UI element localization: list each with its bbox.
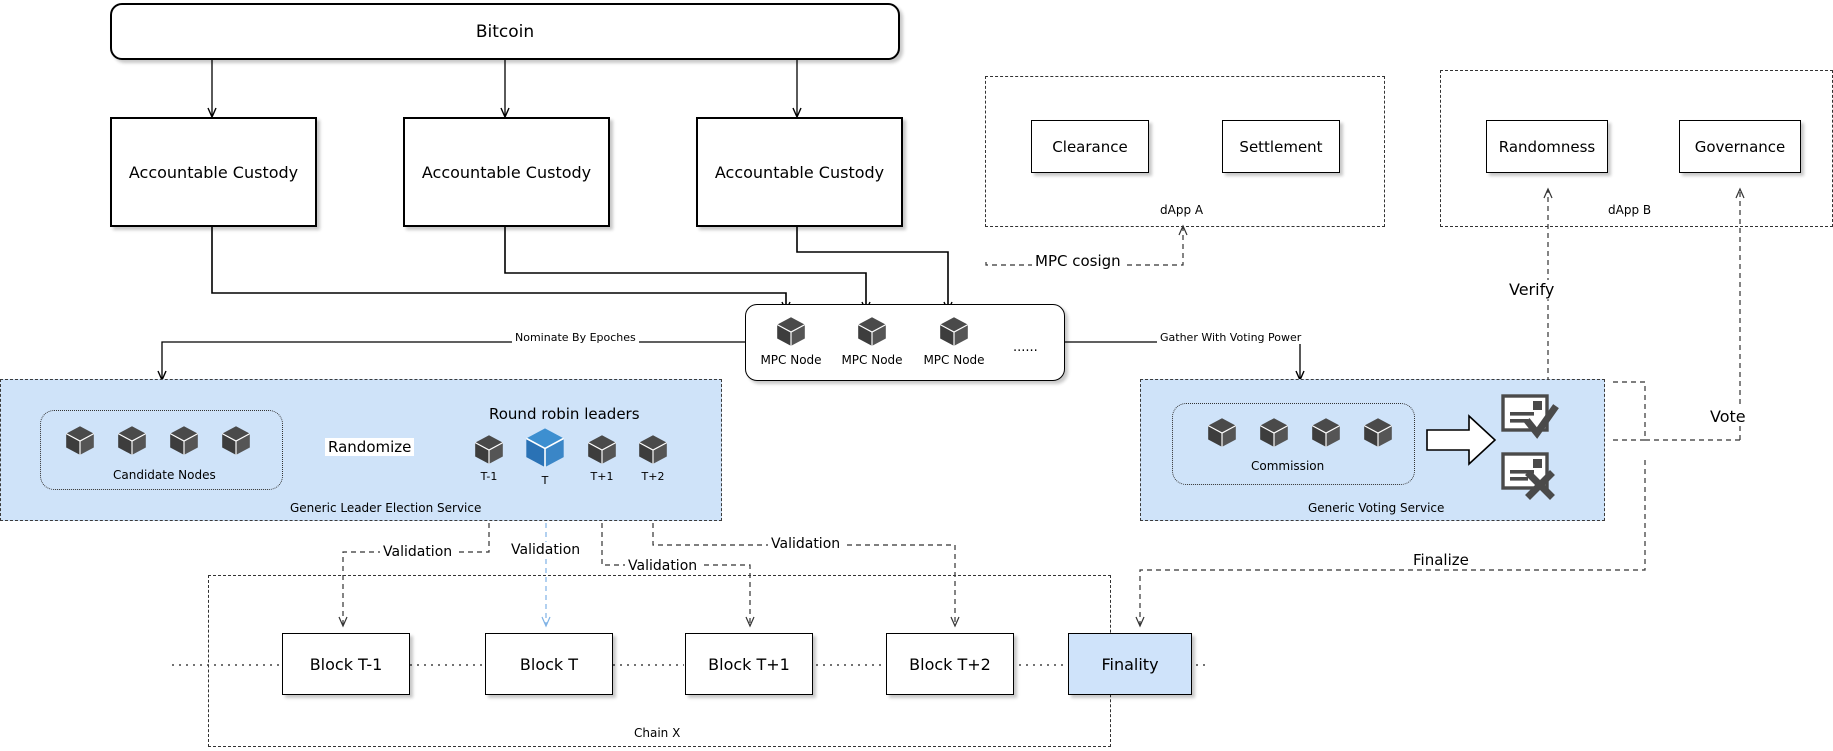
dapp-b-caption: dApp B [1608,203,1652,217]
leader-label: T+1 [590,470,614,483]
edge-label-validation-4: Validation [768,536,844,552]
block-t[interactable]: Block T [485,633,613,695]
accountable-custody-3[interactable]: Accountable Custody [696,117,903,227]
edge-label-nominate: Nominate By Epoches [512,331,639,344]
candidate-node-4[interactable] [216,423,256,461]
mpc-pool-ellipsis: ...... [1013,340,1038,355]
leader-label: T+2 [641,470,665,483]
leader-node-t-plus-2[interactable]: T+2 [634,432,672,483]
cube-icon [638,435,668,464]
block-label: Block T-1 [309,654,383,674]
edge-label-vote: Vote [1707,407,1749,426]
leader-node-t[interactable]: T [522,424,568,487]
dapp-a-group [985,76,1385,227]
block-t-plus-2[interactable]: Block T+2 [886,633,1014,695]
edge-label-mpc-cosign: MPC cosign [1032,252,1124,270]
bitcoin-box[interactable]: Bitcoin [110,3,900,60]
mpc-pool-box [745,304,1065,381]
commission-node-3[interactable] [1306,415,1346,453]
edge-label-finalize: Finalize [1410,551,1472,569]
cube-icon [474,435,504,464]
mpc-node-2[interactable]: MPC Node [836,314,908,367]
edge-label-verify: Verify [1506,280,1558,299]
accountable-custody-label: Accountable Custody [714,162,885,182]
cube-icon [1311,418,1341,447]
dapp-a-caption: dApp A [1160,203,1204,217]
cube-icon [221,426,251,455]
cube-icon [117,426,147,455]
cube-icon [1363,418,1393,447]
block-label: Block T+1 [708,654,790,674]
bitcoin-label: Bitcoin [475,21,535,42]
mpc-node-label: MPC Node [841,353,903,367]
block-finality[interactable]: Finality [1068,633,1192,695]
cube-icon [1207,418,1237,447]
governance-label: Governance [1694,137,1786,156]
leader-election-caption: Generic Leader Election Service [290,501,482,515]
block-label: Block T [519,654,579,674]
leader-node-t-minus-1[interactable]: T-1 [470,432,508,483]
block-t-plus-1[interactable]: Block T+1 [685,633,813,695]
mpc-node-label: MPC Node [760,353,822,367]
candidate-nodes-group [40,410,283,490]
cube-icon [776,317,806,346]
block-label: Block T+2 [909,654,991,674]
edge-label-validation-1: Validation [380,544,456,560]
edge-label-randomize: Randomize [325,438,415,456]
accountable-custody-label: Accountable Custody [128,162,299,182]
dapp-a-clearance-box[interactable]: Clearance [1031,120,1149,173]
clearance-label: Clearance [1052,137,1128,156]
edge-label-gather: Gather With Voting Power [1157,331,1305,344]
leader-node-t-plus-1[interactable]: T+1 [583,432,621,483]
candidate-nodes-caption: Candidate Nodes [113,468,216,482]
dapp-b-governance-box[interactable]: Governance [1679,120,1801,173]
document-check-icon[interactable] [1500,392,1562,442]
block-arrow-icon [1426,414,1497,466]
mpc-node-label: MPC Node [923,353,985,367]
candidate-node-1[interactable] [60,423,100,461]
cube-icon [65,426,95,455]
leader-label: T [541,474,549,487]
dapp-a-settlement-box[interactable]: Settlement [1222,120,1340,173]
accountable-custody-label: Accountable Custody [421,162,592,182]
chain-x-caption: Chain X [634,726,681,740]
commission-node-1[interactable] [1202,415,1242,453]
leader-label: T-1 [480,470,498,483]
mpc-node-1[interactable]: MPC Node [755,314,827,367]
candidate-node-2[interactable] [112,423,152,461]
voting-service-caption: Generic Voting Service [1308,501,1445,515]
accountable-custody-2[interactable]: Accountable Custody [403,117,610,227]
round-robin-title: Round robin leaders [489,405,640,423]
cube-icon [857,317,887,346]
cube-icon [1259,418,1289,447]
commission-group [1172,403,1415,485]
block-label: Finality [1101,654,1159,674]
settlement-label: Settlement [1239,137,1323,156]
block-t-minus-1[interactable]: Block T-1 [282,633,410,695]
accountable-custody-1[interactable]: Accountable Custody [110,117,317,227]
commission-caption: Commission [1251,459,1325,473]
edge-label-validation-3: Validation [625,558,701,574]
cube-icon [587,435,617,464]
cube-icon [939,317,969,346]
candidate-node-3[interactable] [164,423,204,461]
document-x-icon[interactable] [1500,450,1562,500]
cube-icon-highlight [525,428,565,468]
commission-node-2[interactable] [1254,415,1294,453]
edge-label-validation-2: Validation [508,542,584,558]
mpc-node-3[interactable]: MPC Node [918,314,990,367]
cube-icon [169,426,199,455]
commission-node-4[interactable] [1358,415,1398,453]
randomness-label: Randomness [1498,137,1596,156]
dapp-b-randomness-box[interactable]: Randomness [1486,120,1608,173]
